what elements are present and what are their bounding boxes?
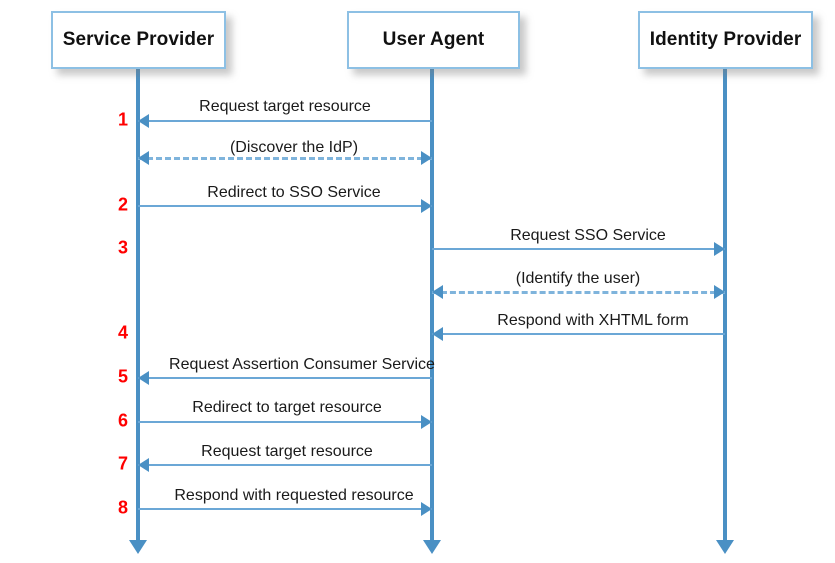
participant-label: Identity Provider bbox=[649, 29, 802, 50]
message-label: (Discover the IdP) bbox=[229, 139, 359, 156]
step-number-8: 8 bbox=[117, 497, 129, 518]
lifeline-end-arrow-icon-idp bbox=[716, 540, 734, 554]
message-arrow-line bbox=[138, 377, 432, 379]
step-number-6: 6 bbox=[117, 410, 129, 431]
message-arrow-line bbox=[138, 157, 432, 160]
participant-label: Service Provider bbox=[62, 29, 215, 50]
message-arrow-line bbox=[138, 464, 432, 466]
message-label: Redirect to SSO Service bbox=[207, 184, 381, 201]
arrow-head-icon-right bbox=[421, 415, 432, 429]
lifeline-idp bbox=[723, 69, 727, 540]
message-label: Redirect to target resource bbox=[192, 399, 382, 416]
arrow-head-icon-left bbox=[138, 151, 149, 165]
step-number-1: 1 bbox=[117, 109, 129, 130]
arrow-head-icon-left bbox=[432, 285, 443, 299]
message-label: Request SSO Service bbox=[510, 227, 666, 244]
message-arrow-line bbox=[138, 508, 432, 510]
arrow-head-icon-right bbox=[421, 151, 432, 165]
lifeline-sp bbox=[136, 69, 140, 540]
message-label: (Identify the user) bbox=[515, 270, 641, 287]
message-label: Respond with XHTML form bbox=[497, 312, 689, 329]
message-arrow-line bbox=[432, 248, 725, 250]
message-label: Respond with requested resource bbox=[174, 487, 414, 504]
arrow-head-icon-right bbox=[421, 502, 432, 516]
message-label: Request target resource bbox=[201, 443, 373, 460]
participant-label: User Agent bbox=[382, 29, 485, 50]
step-number-7: 7 bbox=[117, 453, 129, 474]
message-arrow-line bbox=[138, 120, 432, 122]
arrow-head-icon-right bbox=[714, 285, 725, 299]
arrow-head-icon-left bbox=[138, 371, 149, 385]
arrow-head-icon-right bbox=[714, 242, 725, 256]
lifeline-end-arrow-icon-sp bbox=[129, 540, 147, 554]
message-arrow-line bbox=[432, 291, 725, 294]
step-number-4: 4 bbox=[117, 322, 129, 343]
message-label: Request Assertion Consumer Service bbox=[169, 356, 435, 373]
lifeline-ua bbox=[430, 69, 434, 540]
step-number-5: 5 bbox=[117, 366, 129, 387]
message-arrow-line bbox=[432, 333, 725, 335]
message-arrow-line bbox=[138, 421, 432, 423]
arrow-head-icon-left bbox=[138, 114, 149, 128]
arrow-head-icon-left bbox=[138, 458, 149, 472]
participant-box-ua[interactable]: User Agent bbox=[347, 11, 520, 69]
message-arrow-line bbox=[138, 205, 432, 207]
participant-box-sp[interactable]: Service Provider bbox=[51, 11, 226, 69]
arrow-head-icon-right bbox=[421, 199, 432, 213]
step-number-2: 2 bbox=[117, 194, 129, 215]
participant-box-idp[interactable]: Identity Provider bbox=[638, 11, 813, 69]
step-number-3: 3 bbox=[117, 237, 129, 258]
message-label: Request target resource bbox=[199, 98, 371, 115]
arrow-head-icon-left bbox=[432, 327, 443, 341]
lifeline-end-arrow-icon-ua bbox=[423, 540, 441, 554]
